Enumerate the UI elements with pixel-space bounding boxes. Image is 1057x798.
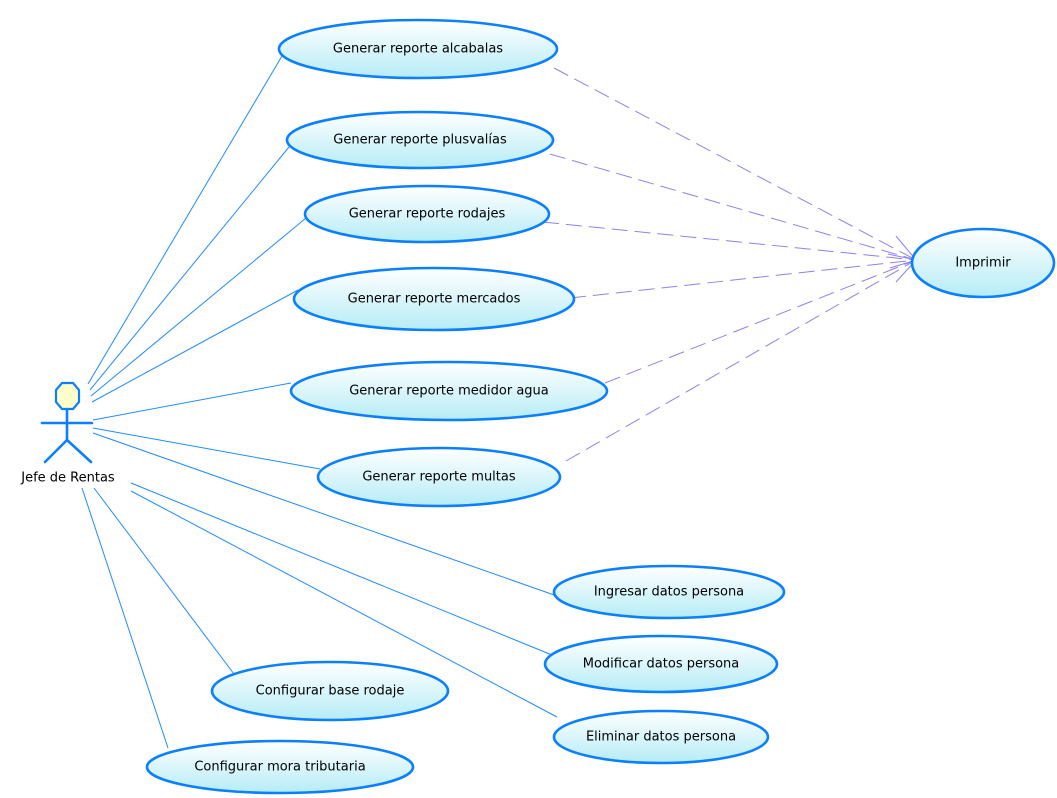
use-case-label: Modificar datos persona <box>583 657 740 672</box>
use-case-ellipse <box>277 18 559 80</box>
actor-right-leg <box>65 438 93 464</box>
dependency-mercados <box>569 259 917 299</box>
use-case-alcabalas[interactable]: Generar reporte alcabalas <box>277 18 559 80</box>
use-case-plusvalias[interactable]: Generar reporte plusvalías <box>285 110 555 170</box>
actor-label: Jefe de Rentas <box>20 471 115 486</box>
association-eliminar <box>130 490 558 718</box>
use-case-label: Generar reporte multas <box>362 470 516 485</box>
use-case-label: Generar reporte alcabalas <box>333 42 503 57</box>
use-case-label: Imprimir <box>955 256 1011 271</box>
use-case-ellipse <box>289 360 609 422</box>
use-case-ellipse <box>552 564 786 620</box>
use-case-config-mora[interactable]: Configurar mora tributaria <box>145 739 415 795</box>
association-plusvalias <box>89 146 290 391</box>
use-case-ellipse <box>303 184 551 244</box>
use-case-mercados[interactable]: Generar reporte mercados <box>292 266 576 332</box>
use-case-modificar-datos[interactable]: Modificar datos persona <box>543 634 779 694</box>
dependency-medidor-agua <box>604 259 917 384</box>
association-config-rodaje <box>93 487 235 675</box>
use-case-ingresar-datos[interactable]: Ingresar datos persona <box>552 564 786 620</box>
use-case-ellipse <box>210 660 450 722</box>
dependency-arrowhead <box>887 235 918 261</box>
use-case-eliminar-datos[interactable]: Eliminar datos persona <box>552 709 770 765</box>
use-case-ellipse <box>292 266 576 332</box>
use-case-label: Generar reporte medidor agua <box>349 384 549 399</box>
association-mercados <box>91 289 299 403</box>
association-multas <box>92 427 321 470</box>
use-case-imprimir[interactable]: Imprimir <box>910 227 1056 299</box>
use-case-ellipse <box>145 739 415 795</box>
association-modificar <box>130 482 553 656</box>
use-case-label: Configurar base rodaje <box>256 684 405 699</box>
association-lines <box>81 55 558 749</box>
use-case-multas[interactable]: Generar reporte multas <box>316 446 562 508</box>
use-case-label: Eliminar datos persona <box>586 730 736 745</box>
association-medidor-agua <box>92 382 292 421</box>
use-case-label: Ingresar datos persona <box>594 585 744 600</box>
association-alcabalas <box>87 55 283 385</box>
use-case-ellipse <box>543 634 779 694</box>
actor-left-leg <box>43 438 69 464</box>
use-case-label: Generar reporte rodajes <box>349 207 506 222</box>
use-case-rodajes[interactable]: Generar reporte rodajes <box>303 184 551 244</box>
use-case-ellipse <box>910 227 1056 299</box>
use-case-label: Generar reporte mercados <box>348 292 521 307</box>
use-case-config-base-rodaje[interactable]: Configurar base rodaje <box>210 660 450 722</box>
actor-jefe-de-rentas[interactable]: Jefe de Rentas <box>20 381 115 486</box>
use-case-label: Configurar mora tributaria <box>194 760 365 775</box>
actor-head-icon <box>54 381 81 411</box>
dependency-plusvalias <box>549 153 917 261</box>
use-case-ellipse <box>552 709 770 765</box>
dependency-lines <box>542 67 918 462</box>
association-rodajes <box>90 217 307 397</box>
dependency-rodajes <box>542 221 917 261</box>
use-case-medidor-agua[interactable]: Generar reporte medidor agua <box>289 360 609 422</box>
dependency-alcabalas <box>553 67 917 261</box>
dependency-multas <box>565 259 917 462</box>
use-case-ellipse <box>316 446 562 508</box>
association-ingresar <box>92 432 558 597</box>
use-case-label: Generar reporte plusvalías <box>333 133 507 148</box>
association-config-mora <box>81 487 169 749</box>
use-case-ellipse <box>285 110 555 170</box>
